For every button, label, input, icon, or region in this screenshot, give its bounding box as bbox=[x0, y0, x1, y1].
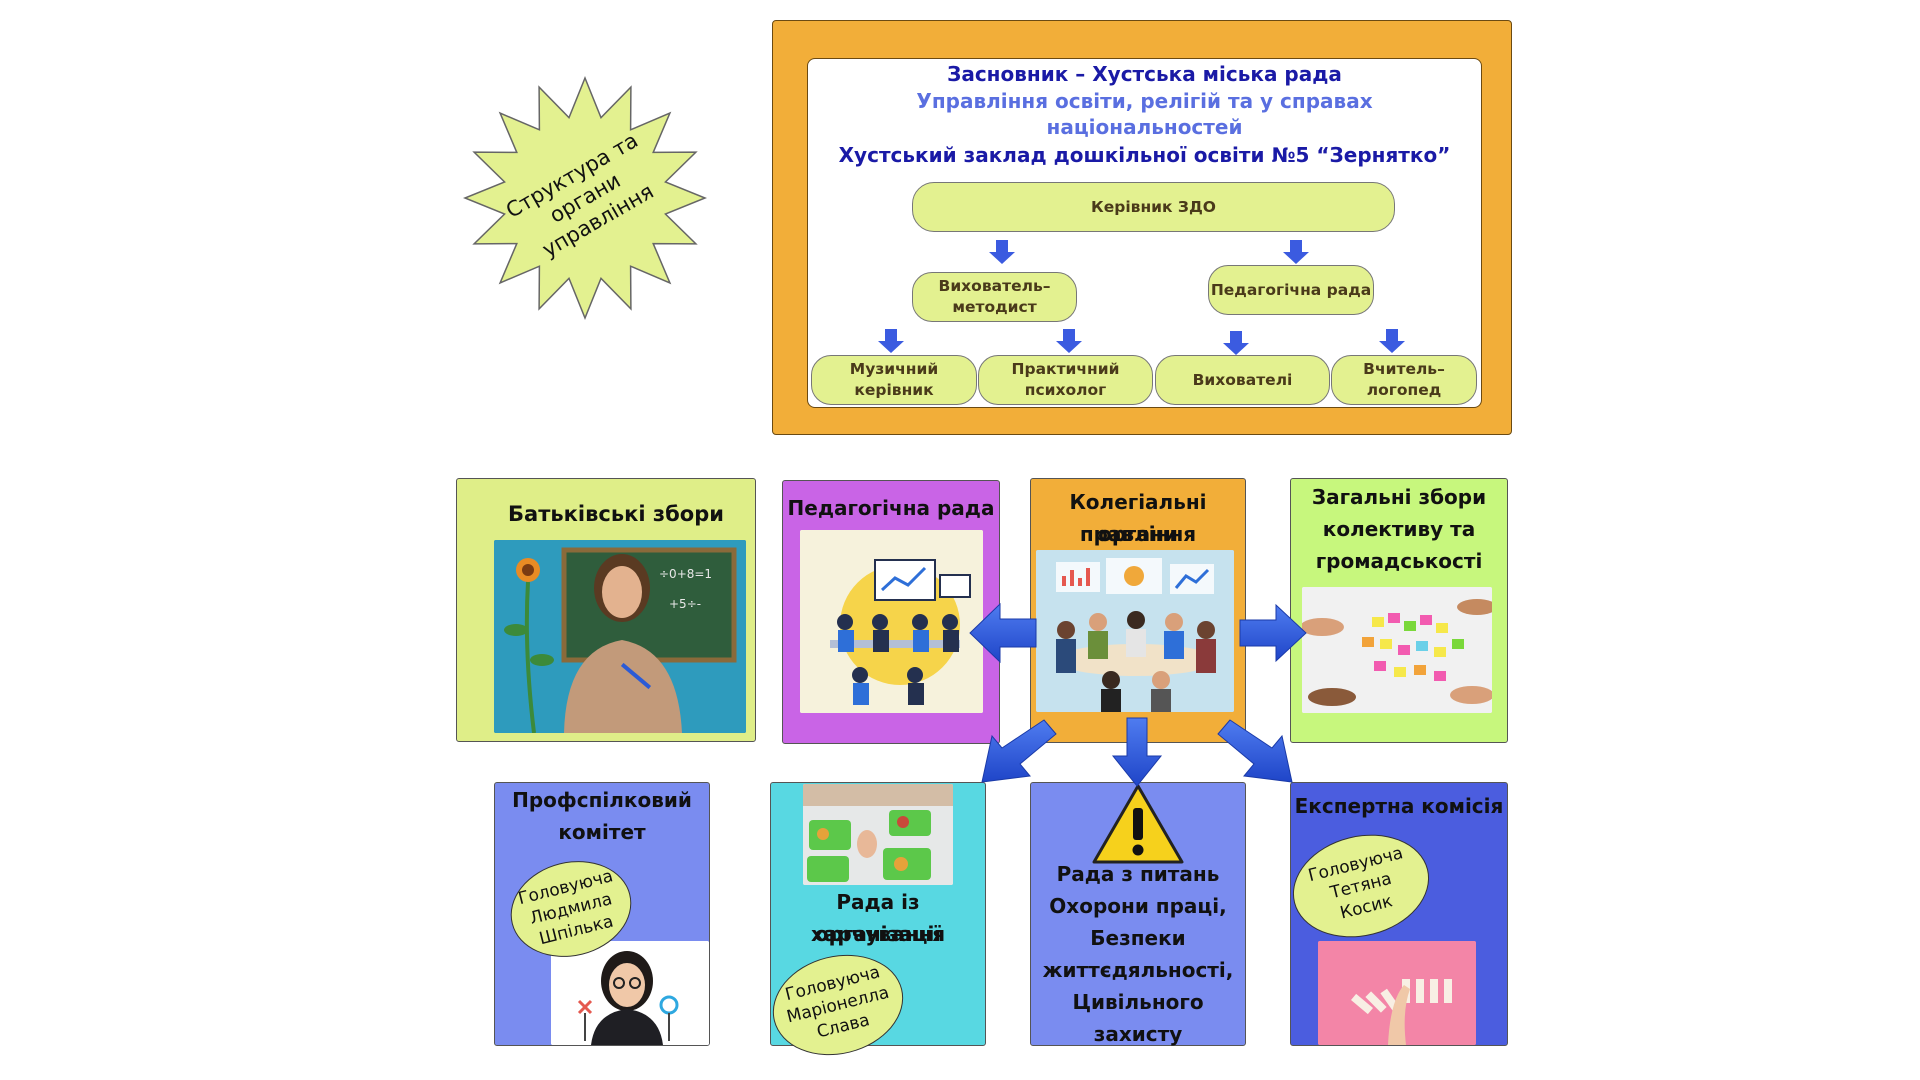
node-music-line: керівник bbox=[854, 381, 934, 399]
department-title-line1: Управління освіти, релігій та у справах bbox=[916, 89, 1373, 113]
card-safety-title-line: Безпеки bbox=[1090, 926, 1186, 950]
founder-title: Засновник – Хустська міська рада bbox=[947, 62, 1342, 86]
card-food-title-line: Рада із організації bbox=[814, 890, 942, 946]
card-food-title-line: харчування bbox=[810, 922, 946, 946]
starburst-shape bbox=[462, 75, 708, 321]
node-psychologist-line: психолог bbox=[1024, 381, 1107, 399]
org-chart-panel bbox=[807, 58, 1482, 408]
node-methodist: Вихователь– методист bbox=[912, 272, 1077, 322]
node-educators-label: Вихователі bbox=[1192, 370, 1293, 389]
meeting-illustration bbox=[800, 530, 983, 713]
woman-with-signs-photo bbox=[551, 941, 709, 1045]
card-parents-title: Батьківські збори bbox=[508, 502, 724, 526]
card-general-title-line: Загальні збори bbox=[1311, 485, 1487, 509]
food-trays-photo bbox=[803, 784, 953, 885]
card-pedagogical-title: Педагогічна рада bbox=[787, 496, 995, 520]
card-safety-title-line: Охорони праці, bbox=[1049, 894, 1227, 918]
card-safety-title-line: Цивільного bbox=[1072, 990, 1204, 1014]
node-head: Керівник ЗДО bbox=[912, 182, 1395, 232]
card-general-title-line: колективу та bbox=[1322, 517, 1476, 541]
node-head-label: Керівник ЗДО bbox=[1091, 197, 1216, 216]
node-educators: Вихователі bbox=[1155, 355, 1330, 405]
node-methodist-line: методист bbox=[952, 298, 1037, 316]
department-title-line2: національностей bbox=[1046, 115, 1243, 139]
node-psychologist: Практичний психолог bbox=[978, 355, 1153, 405]
svg-text:+5÷-: +5÷- bbox=[669, 597, 701, 611]
institution-title: Хустський заклад дошкільної освіти №5 “З… bbox=[838, 143, 1451, 167]
card-collegial-title-line: правління bbox=[1079, 522, 1197, 546]
node-speech-line: Вчитель– bbox=[1363, 360, 1445, 379]
card-union-title-line: комітет bbox=[558, 820, 646, 844]
collegial-meeting-photo bbox=[1036, 550, 1234, 712]
warning-icon bbox=[1092, 784, 1184, 864]
node-methodist-line: Вихователь– bbox=[938, 277, 1051, 296]
card-expert-title: Експертна комісія bbox=[1294, 794, 1504, 818]
node-speech: Вчитель– логопед bbox=[1331, 355, 1477, 405]
starburst-badge bbox=[462, 75, 708, 321]
domino-photo bbox=[1318, 941, 1476, 1045]
node-music: Музичний керівник bbox=[811, 355, 977, 405]
sticky-notes-photo bbox=[1302, 587, 1492, 713]
card-general-title-line: громадськості bbox=[1315, 549, 1483, 573]
teacher-photo: ÷0+8=1 +5÷- bbox=[494, 540, 746, 733]
node-music-line: Музичний bbox=[849, 360, 939, 379]
node-ped-council-label: Педагогічна рада bbox=[1210, 280, 1372, 299]
node-ped-council: Педагогічна рада bbox=[1208, 265, 1374, 315]
svg-text:÷0+8=1: ÷0+8=1 bbox=[659, 567, 712, 581]
card-union-title-line: Профспілковий bbox=[512, 788, 692, 812]
card-safety-title-line: захисту bbox=[1093, 1022, 1183, 1046]
card-collegial-title-line: Колегіальні органи bbox=[1069, 490, 1207, 546]
node-speech-line: логопед bbox=[1366, 381, 1442, 399]
card-safety-title-line: життєдяльності, bbox=[1042, 958, 1234, 982]
node-psychologist-line: Практичний bbox=[1011, 360, 1120, 379]
card-safety-title-line: Рада з питань bbox=[1056, 862, 1220, 886]
